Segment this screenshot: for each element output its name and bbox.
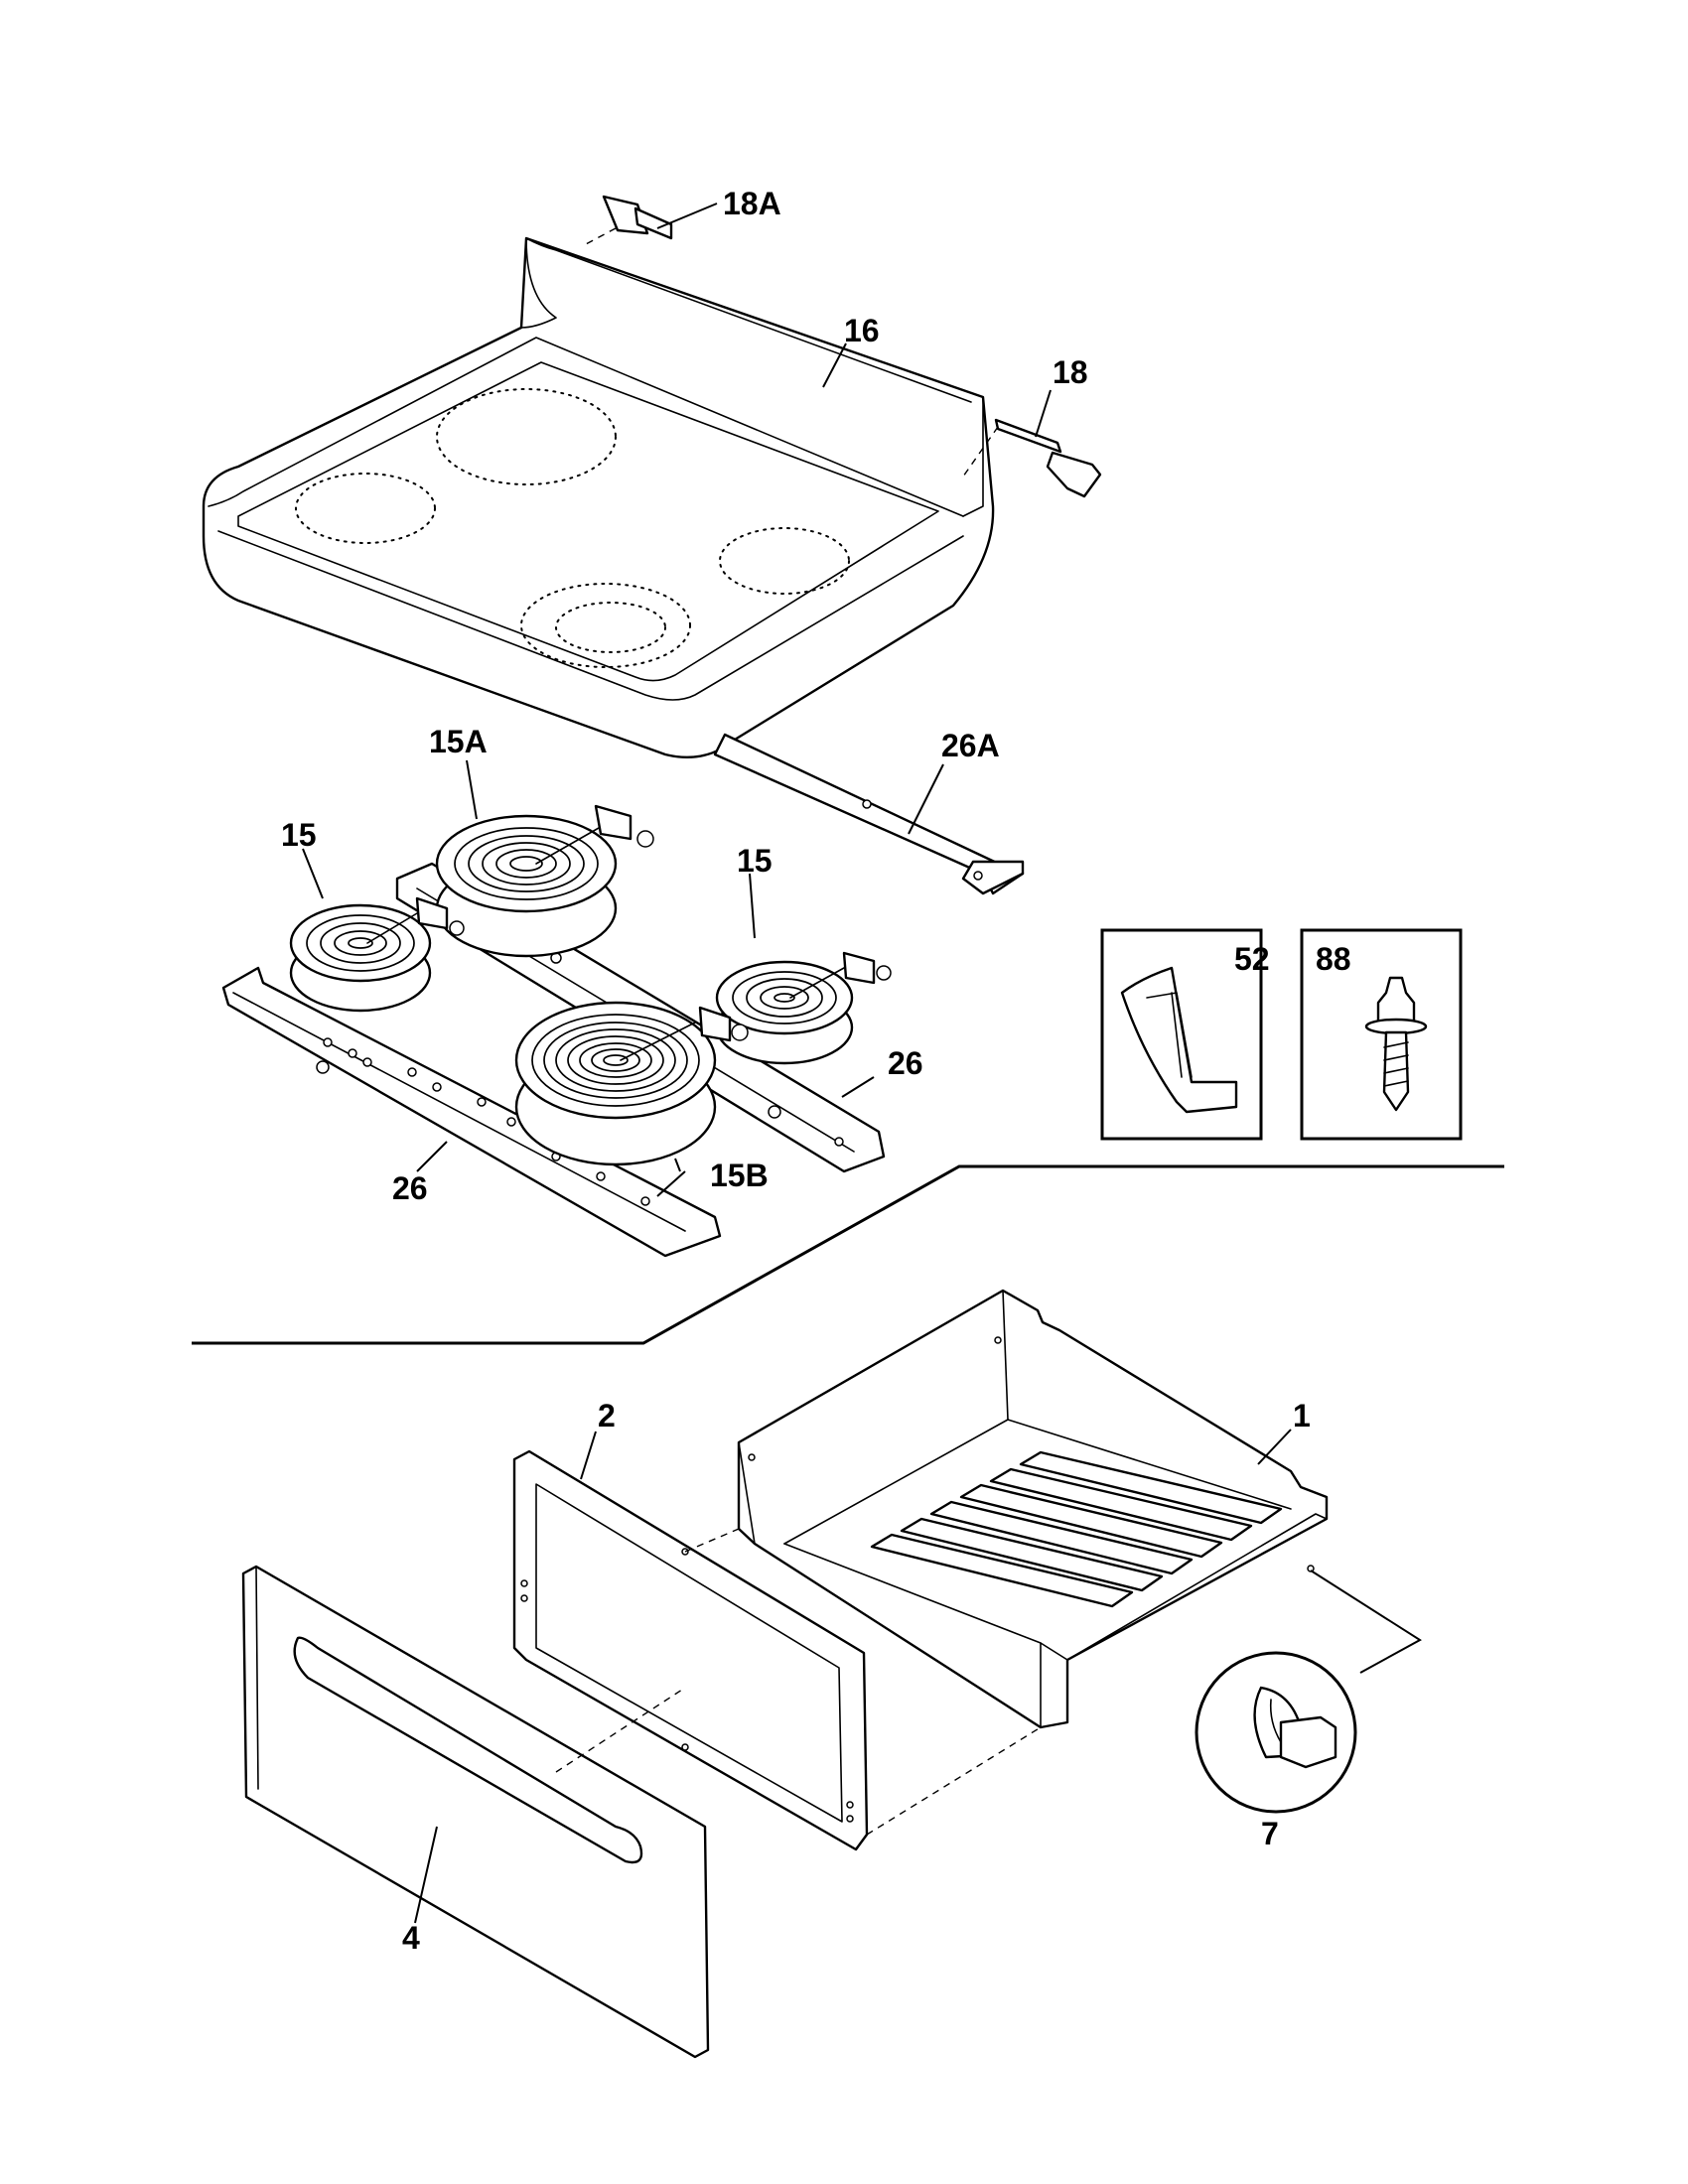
section-divider-line [192,1164,1504,1345]
surface-element-15b [514,1001,749,1166]
drawer-liner [512,1449,869,1851]
callout-26-front: 26 [392,1170,428,1206]
surface-element-15-right [715,951,892,1065]
support-rail-26-front [221,966,722,1258]
leader-lines [302,203,1292,1924]
drawer-body [737,1289,1329,1729]
bracket-18a [602,195,673,240]
callout-52: 52 [1234,941,1270,977]
callout-18a: 18A [723,186,781,221]
bracket-18-guide [962,426,999,478]
callout-15b: 15B [710,1158,769,1193]
callout-15-left: 15 [281,817,317,853]
inset-box-88 [1300,928,1463,1141]
callout-26a: 26A [941,728,1000,763]
bracket-18 [994,418,1102,498]
bracket-18a-guide [585,227,617,245]
drawer-clip-detail [1195,1570,1422,1814]
support-rail-26a [713,733,1025,895]
drawer-assembly-guide-lower [866,1726,1042,1836]
callout-26-middle: 26 [888,1045,923,1081]
surface-element-15a [435,804,654,958]
callout-7: 7 [1261,1816,1279,1851]
callout-4: 4 [402,1920,420,1956]
callout-18: 18 [1053,354,1088,390]
callout-2: 2 [598,1398,616,1433]
drawer-front-panel [241,1565,710,2059]
callout-1: 1 [1293,1398,1311,1433]
callout-15a: 15A [429,724,488,759]
inset-box-52 [1100,928,1263,1141]
drawer-assembly-guide-upper [684,1528,740,1553]
surface-element-15-left [289,896,465,1013]
callout-88: 88 [1316,941,1351,977]
callout-16: 16 [844,313,880,348]
callout-15-right: 15 [737,843,773,879]
cooktop-glass-top [202,236,995,758]
